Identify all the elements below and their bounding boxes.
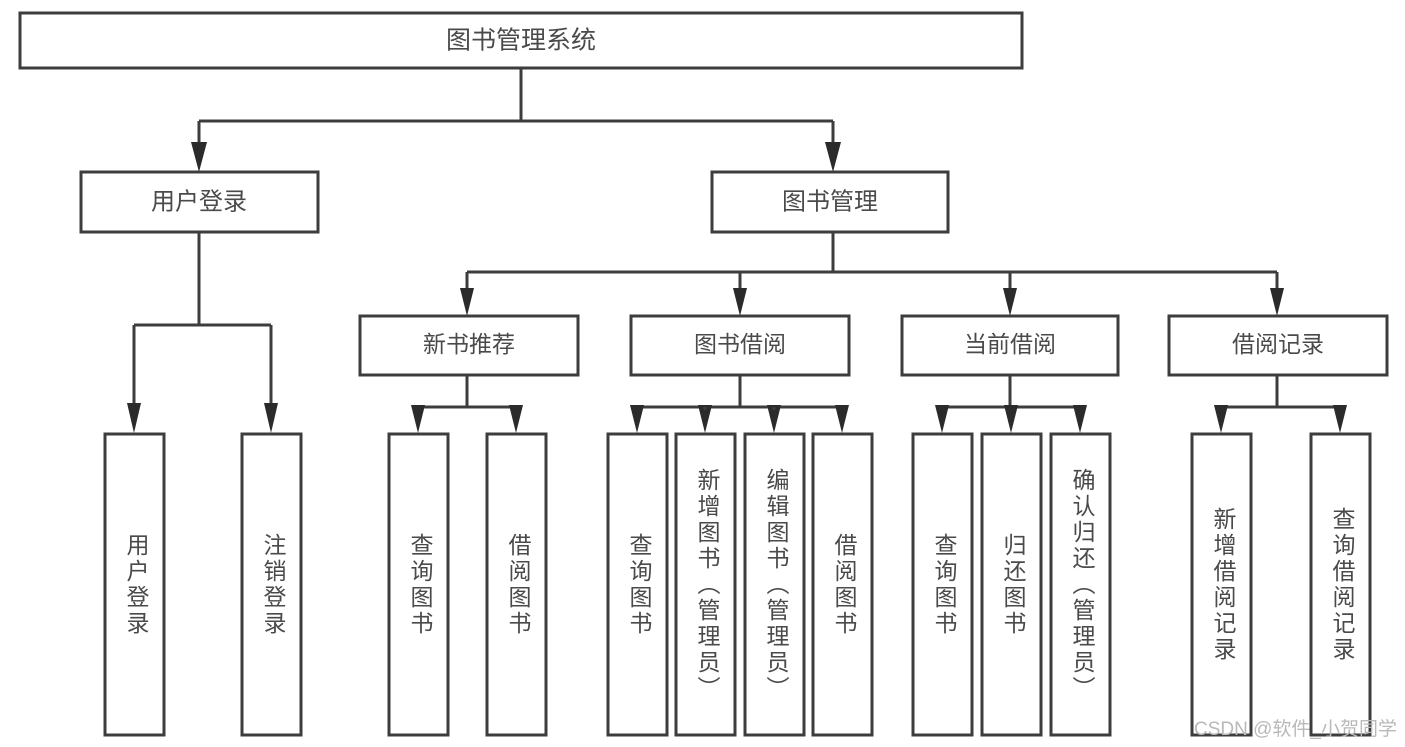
leaf-new-book-1-box[interactable]: [387, 432, 450, 737]
connector-group-user-login: [127, 232, 278, 433]
connector-group-current-borrow: [935, 375, 1087, 433]
arrow-head-book-mgmt: [825, 142, 841, 172]
connector-group-new-book: [411, 375, 523, 433]
leaf-book-borrow-2-box[interactable]: [674, 432, 737, 737]
leaf-user-login-1[interactable]: 用户登录: [103, 432, 166, 737]
leaf-current-borrow-3-label: 确认归还（管理员）: [1069, 468, 1096, 702]
leaf-borrow-record-2-box[interactable]: [1309, 432, 1372, 737]
node-book-management-label: 图书管理: [782, 188, 878, 215]
connector-group-book-borrow: [630, 375, 849, 433]
node-current-borrow[interactable]: 当前借阅: [900, 314, 1120, 377]
node-current-borrow-box[interactable]: [900, 314, 1120, 377]
arrow-head-borrow-record-leaf-2: [1333, 405, 1347, 433]
leaf-user-login-2-label: 注销登录: [260, 533, 287, 637]
leaf-new-book-2-label: 借阅图书: [505, 533, 532, 637]
node-user-login-label: 用户登录: [151, 188, 247, 215]
leaf-borrow-record-1-label: 新增借阅记录: [1210, 507, 1237, 663]
leaf-user-login-1-box[interactable]: [103, 432, 166, 737]
arrow-head-book-borrow-leaf-3: [767, 405, 781, 433]
leaf-current-borrow-2-label: 归还图书: [1000, 533, 1027, 637]
connector-group-book-mgmt: [460, 232, 1284, 316]
node-book-management[interactable]: 图书管理: [710, 170, 950, 234]
node-root-label: 图书管理系统: [446, 27, 596, 55]
arrow-head-current-borrow: [1003, 288, 1017, 316]
node-borrow-record-label: 借阅记录: [1232, 331, 1324, 357]
arrow-head-borrow-record: [1270, 288, 1284, 316]
arrow-head-book-borrow-leaf-4: [835, 405, 849, 433]
leaf-book-borrow-1[interactable]: 查询图书: [606, 432, 669, 737]
leaf-current-borrow-2[interactable]: 归还图书: [980, 432, 1043, 737]
leaf-book-borrow-2[interactable]: 新增图书（管理员）: [674, 432, 737, 737]
arrow-head-borrow-record-leaf-1: [1214, 405, 1228, 433]
arrow-head-current-borrow-leaf-3: [1073, 405, 1087, 433]
leaf-current-borrow-1-box[interactable]: [911, 432, 974, 737]
arrow-head-user-login: [191, 142, 207, 172]
leaf-user-login-2[interactable]: 注销登录: [240, 432, 303, 737]
node-book-borrow-label: 图书借阅: [694, 331, 786, 357]
leaf-book-borrow-1-box[interactable]: [606, 432, 669, 737]
leaf-new-book-1-label: 查询图书: [407, 533, 434, 637]
arrow-head-user-login-leaf-1: [127, 403, 141, 433]
leaf-current-borrow-1[interactable]: 查询图书: [911, 432, 974, 737]
arrow-head-new-book-leaf-1: [411, 405, 425, 433]
node-borrow-record[interactable]: 借阅记录: [1167, 314, 1389, 377]
node-book-management-box[interactable]: [710, 170, 950, 234]
leaf-new-book-2[interactable]: 借阅图书: [485, 432, 548, 737]
node-new-book-recommend-label: 新书推荐: [423, 331, 515, 357]
leaf-borrow-record-2[interactable]: 查询借阅记录: [1309, 432, 1372, 737]
leaf-borrow-record-1-box[interactable]: [1190, 432, 1253, 737]
leaf-current-borrow-2-box[interactable]: [980, 432, 1043, 737]
leaf-book-borrow-4-label: 借阅图书: [831, 533, 858, 637]
arrow-head-book-borrow-leaf-2: [698, 405, 712, 433]
arrow-head-book-borrow-leaf-1: [630, 405, 644, 433]
node-new-book-recommend-box[interactable]: [358, 314, 580, 377]
leaf-current-borrow-3[interactable]: 确认归还（管理员）: [1049, 432, 1112, 737]
node-book-borrow-box[interactable]: [629, 314, 851, 377]
leaf-user-login-1-label: 用户登录: [123, 533, 150, 637]
node-root-box[interactable]: [18, 11, 1024, 70]
leaf-new-book-1[interactable]: 查询图书: [387, 432, 450, 737]
leaf-book-borrow-3-label: 编辑图书（管理员）: [763, 468, 790, 702]
leaf-current-borrow-3-box[interactable]: [1049, 432, 1112, 737]
leaf-book-borrow-1-label: 查询图书: [626, 533, 653, 637]
node-borrow-record-box[interactable]: [1167, 314, 1389, 377]
arrow-head-current-borrow-leaf-2: [1004, 405, 1018, 433]
leaf-borrow-record-2-label: 查询借阅记录: [1329, 507, 1356, 663]
leaf-book-borrow-4-box[interactable]: [811, 432, 874, 737]
node-book-borrow[interactable]: 图书借阅: [629, 314, 851, 377]
leaf-book-borrow-3-box[interactable]: [743, 432, 806, 737]
node-user-login-box[interactable]: [79, 170, 320, 234]
arrow-head-user-login-leaf-2: [264, 403, 278, 433]
leaf-borrow-record-1[interactable]: 新增借阅记录: [1190, 432, 1253, 737]
connector-group-root: [191, 68, 841, 172]
node-current-borrow-label: 当前借阅: [964, 331, 1056, 357]
arrow-head-current-borrow-leaf-1: [935, 405, 949, 433]
leaf-current-borrow-1-label: 查询图书: [931, 533, 958, 637]
node-root[interactable]: 图书管理系统: [18, 11, 1024, 70]
node-user-login[interactable]: 用户登录: [79, 170, 320, 234]
leaf-new-book-2-box[interactable]: [485, 432, 548, 737]
arrow-head-new-book: [460, 288, 474, 316]
connector-group-borrow-record: [1214, 375, 1347, 433]
leaf-book-borrow-3[interactable]: 编辑图书（管理员）: [743, 432, 806, 737]
arrow-head-new-book-leaf-2: [509, 405, 523, 433]
node-new-book-recommend[interactable]: 新书推荐: [358, 314, 580, 377]
arrow-head-book-borrow: [733, 288, 747, 316]
leaf-book-borrow-2-label: 新增图书（管理员）: [694, 468, 721, 702]
leaf-book-borrow-4[interactable]: 借阅图书: [811, 432, 874, 737]
leaf-user-login-2-box[interactable]: [240, 432, 303, 737]
